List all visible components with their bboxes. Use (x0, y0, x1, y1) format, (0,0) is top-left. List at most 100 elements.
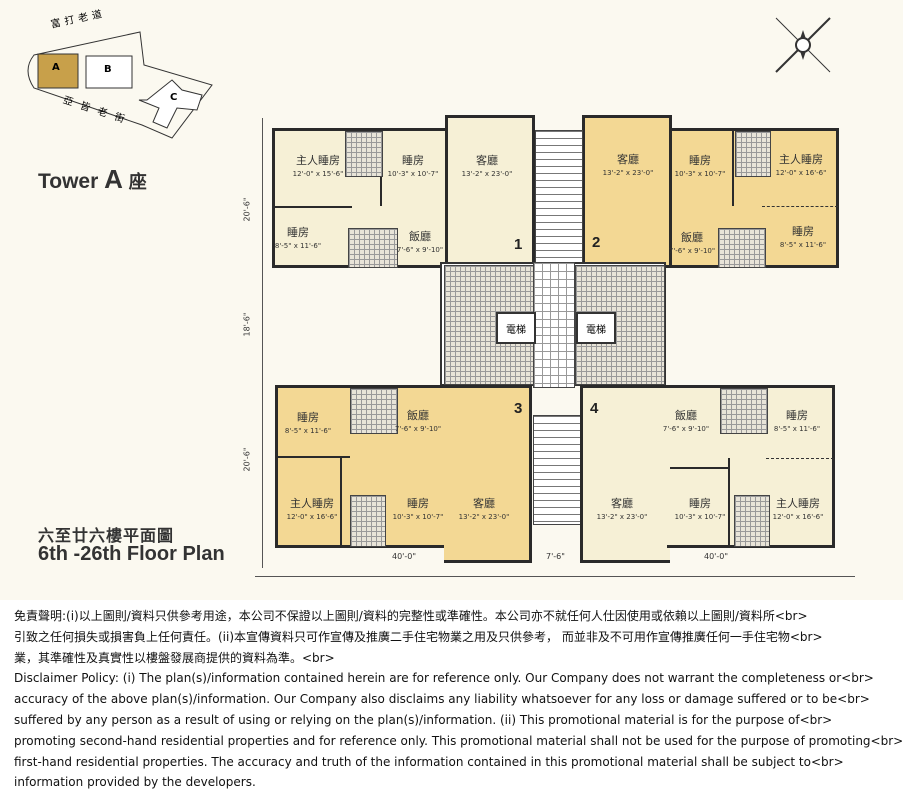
bathroom (720, 388, 768, 434)
room-name: 睡房 (407, 497, 429, 510)
unit-number: 1 (514, 236, 523, 253)
disclaimer-line: suffered by any person as a result of us… (14, 712, 833, 727)
lift-right: 電梯 (576, 312, 616, 344)
room-name: 主人睡房 (776, 497, 820, 510)
site-outline (27, 31, 213, 139)
tower-label: Tower A 座 (38, 164, 147, 195)
room-size: 7'-6" x 9'-10" (394, 425, 442, 433)
bathroom (345, 131, 383, 177)
wall (340, 456, 342, 546)
room-name: 主人睡房 (290, 497, 334, 510)
room-name: 睡房 (791, 225, 814, 238)
room-size: 12'-0" x 16'-6" (286, 513, 338, 521)
corridor (533, 262, 575, 388)
room-name: 睡房 (689, 497, 711, 510)
disclaimer-line: information provided by the developers. (14, 775, 256, 790)
dimension-core-depth: 18'-6" (242, 312, 252, 337)
room-size: 8'-5" x 11'-6" (773, 425, 821, 433)
staircase-top (535, 130, 583, 264)
room-label: 睡房 8'-5" x 11'-6" (285, 409, 331, 435)
room-size: 13'-2" x 23'-0" (596, 513, 648, 521)
room-name: 客廳 (476, 154, 498, 167)
disclaimer-line: accuracy of the above plan(s)/informatio… (14, 692, 870, 707)
tower-label-en: Tower (38, 170, 99, 193)
wall (272, 206, 352, 208)
bathroom (734, 495, 770, 547)
staircase-bottom (533, 415, 581, 525)
room-size: 8'-5" x 11'-6" (274, 242, 322, 250)
room-size: 12'-0" x 15'-6" (292, 170, 344, 178)
site-map: 富打老道 亞皆老街 A B C (22, 8, 232, 140)
tower-c-marker: C (170, 92, 178, 103)
disclaimer: 免責聲明:(i)以上圖則/資料只供參考用途，本公司不保證以上圖則/資料的完整性或… (14, 606, 903, 793)
room-label: 睡房 10'-3" x 10'-7" (675, 495, 726, 521)
room-size: 10'-3" x 10'-7" (674, 513, 726, 521)
dimension-lower-depth: 20'-6" (242, 447, 252, 472)
bathroom (718, 228, 766, 268)
room-size: 8'-5" x 11'-6" (779, 241, 827, 249)
unit-number: 2 (592, 234, 601, 251)
unit-number: 4 (590, 400, 599, 417)
room-size: 12'-0" x 16'-6" (775, 169, 827, 177)
room-size: 8'-5" x 11'-6" (284, 427, 332, 435)
bathroom (350, 388, 398, 434)
room-label: 客廳 13'-2" x 23'-0" (462, 152, 513, 178)
dimension-upper-depth: 20'-6" (242, 197, 252, 222)
room-label: 睡房 8'-5" x 11'-6" (275, 224, 321, 250)
room-name: 睡房 (286, 226, 309, 239)
dimension-line (255, 576, 855, 577)
room-label: 客廳 13'-2" x 23'-0" (459, 495, 510, 521)
room-name: 客廳 (473, 497, 495, 510)
room-name: 飯廳 (408, 230, 431, 243)
road-top-label: 富打老道 (49, 8, 107, 31)
room-size: 12'-0" x 16'-6" (772, 513, 824, 521)
room-name: 飯廳 (680, 231, 703, 244)
disclaimer-line: first-hand residential properties. The a… (14, 754, 844, 769)
disclaimer-line: Disclaimer Policy: (i) The plan(s)/infor… (14, 671, 874, 686)
room-name: 客廳 (611, 497, 633, 510)
room-label: 飯廳 7'-6" x 9'-10" (395, 407, 441, 433)
tower-a-marker: A (52, 62, 60, 73)
floor-title-en: 6th -26th Floor Plan (38, 543, 225, 565)
room-name: 飯廳 (406, 409, 429, 422)
compass-icon (775, 17, 831, 73)
bathroom (350, 495, 386, 547)
tower-label-zh: 座 (128, 172, 147, 192)
dimension-line (262, 118, 263, 568)
room-name: 睡房 (296, 411, 319, 424)
dimension-core-width: 7'-6" (546, 552, 565, 561)
room-size: 10'-3" x 10'-7" (674, 170, 726, 178)
floor-title-zh: 六至廿六樓平面圖 (38, 526, 175, 545)
wall (670, 467, 730, 469)
dashed-partition (762, 206, 838, 207)
tower-label-letter: A (104, 164, 123, 194)
disclaimer-line: promoting second-hand residential proper… (14, 733, 903, 748)
lift-left: 電梯 (496, 312, 536, 344)
dimension-right-width: 40'-0" (704, 552, 729, 561)
room-size: 13'-2" x 23'-0" (461, 170, 513, 178)
unit-2-living (582, 115, 672, 268)
disclaimer-line: 免責聲明:(i)以上圖則/資料只供參考用途，本公司不保證以上圖則/資料的完整性或… (14, 609, 808, 623)
room-size: 7'-6" x 9'-10" (668, 247, 716, 255)
room-name: 睡房 (402, 154, 424, 167)
room-label: 睡房 8'-5" x 11'-6" (780, 223, 826, 249)
wall (732, 128, 734, 206)
wall (275, 456, 350, 458)
dimension-left-width: 40'-0" (392, 552, 417, 561)
bathroom (735, 131, 771, 177)
disclaimer-line: 引致之任何損失或損害負上任何責任。(ii)本宣傳資料只可作宣傳及推廣二手住宅物業… (14, 629, 823, 644)
room-label: 飯廳 7'-6" x 9'-10" (669, 229, 715, 255)
wall (728, 458, 730, 546)
room-size: 13'-2" x 23'-0" (458, 513, 510, 521)
tower-b-marker: B (104, 64, 112, 75)
disclaimer-line: 業，其準確性及真實性以樓盤發展商提供的資料為準。<br> (14, 650, 335, 665)
